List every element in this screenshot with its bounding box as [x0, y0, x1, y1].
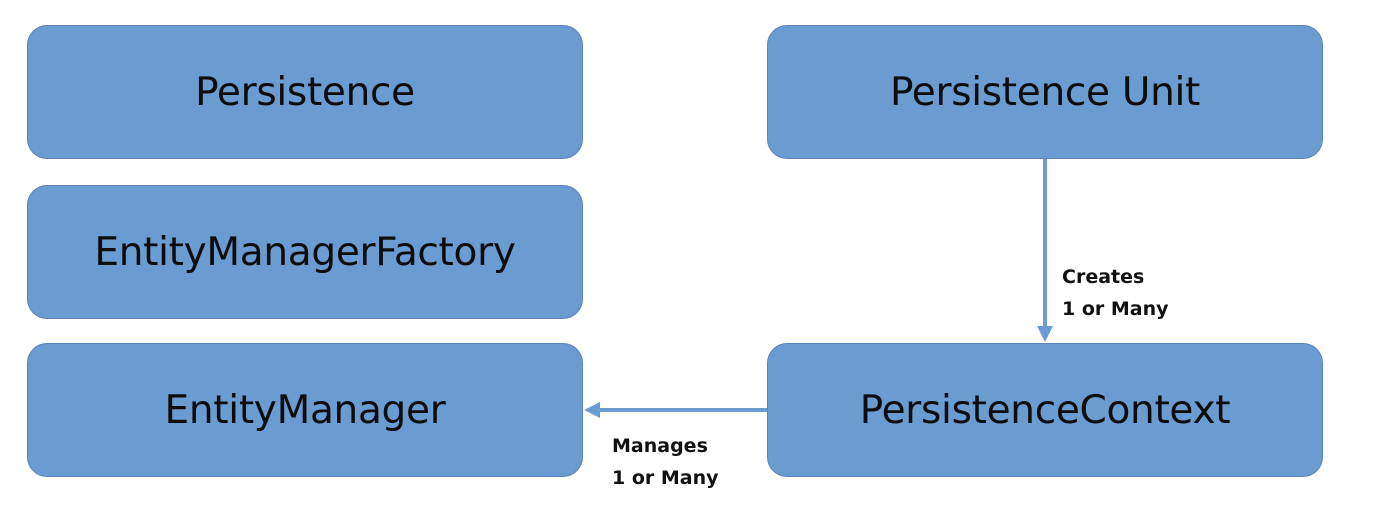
- arrow-creates: [1037, 159, 1053, 342]
- node-entity-manager-factory: EntityManagerFactory: [27, 185, 583, 319]
- node-persistence: Persistence: [27, 25, 583, 159]
- node-persistence-unit-label: Persistence Unit: [889, 69, 1201, 115]
- edge-label-manages-line1: Manages: [612, 435, 708, 457]
- edge-label-creates-line1: Creates: [1062, 266, 1145, 288]
- arrow-manages: [584, 402, 767, 418]
- node-entity-manager-label: EntityManager: [164, 387, 446, 433]
- node-persistence-unit: Persistence Unit: [767, 25, 1323, 159]
- node-persistence-context-label: PersistenceContext: [859, 387, 1231, 433]
- node-entity-manager-factory-label: EntityManagerFactory: [94, 229, 516, 275]
- node-persistence-label: Persistence: [195, 69, 415, 115]
- edge-label-manages: Manages 1 or Many: [612, 430, 719, 494]
- edge-label-creates: Creates 1 or Many: [1062, 261, 1169, 325]
- edge-label-manages-line2: 1 or Many: [612, 467, 719, 489]
- edge-label-creates-line2: 1 or Many: [1062, 298, 1169, 320]
- node-entity-manager: EntityManager: [27, 343, 583, 477]
- node-persistence-context: PersistenceContext: [767, 343, 1323, 477]
